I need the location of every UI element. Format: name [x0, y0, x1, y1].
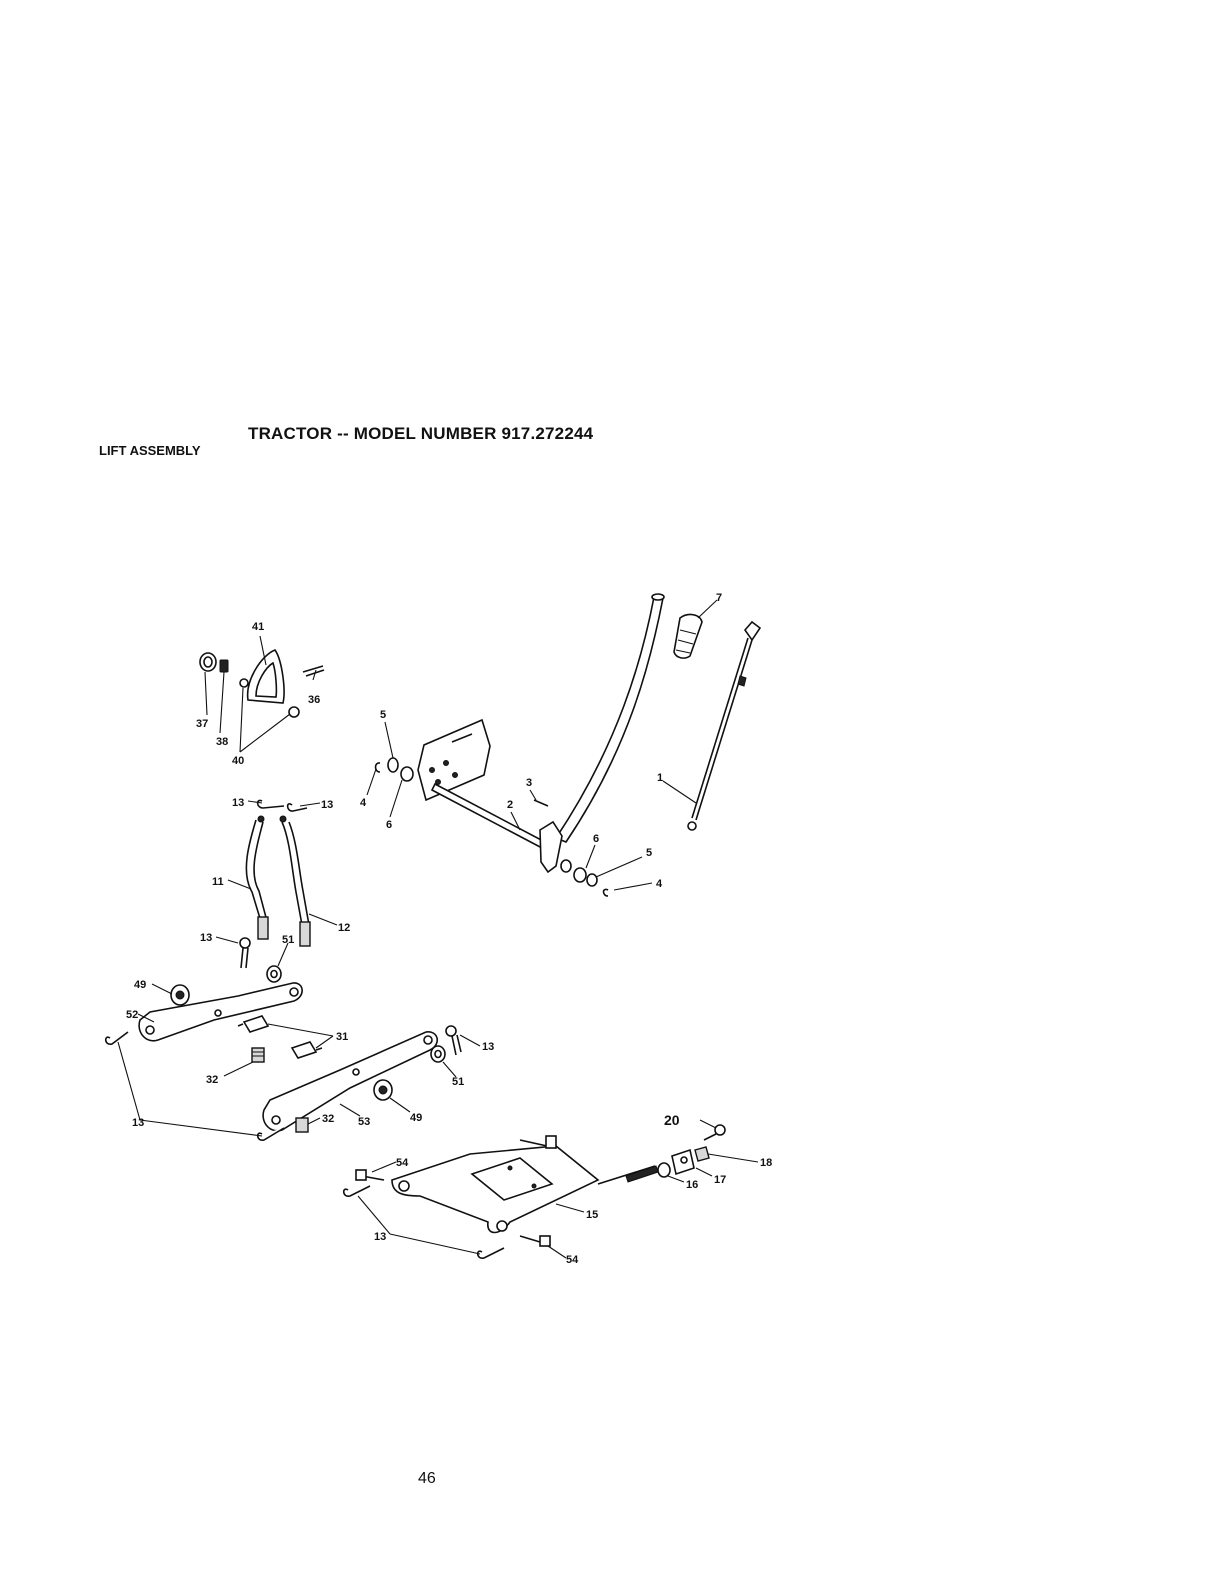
callout-15: 15 — [586, 1209, 598, 1221]
callout-5-right: 5 — [646, 847, 652, 859]
part-36-clip — [303, 666, 324, 676]
part-threaded-rod — [598, 1166, 658, 1184]
part-16-17-18-trunnion — [658, 1147, 709, 1177]
callout-52: 52 — [126, 1009, 138, 1021]
callout-54-top: 54 — [396, 1157, 409, 1169]
part-32-nut-right — [296, 1118, 308, 1132]
callout-37: 37 — [196, 718, 208, 730]
part-2-shaft — [432, 784, 545, 848]
part-12-link — [282, 822, 310, 946]
callout-20: 20 — [664, 1112, 680, 1128]
part-3-pin — [534, 800, 548, 806]
part-41-plate — [248, 650, 284, 703]
callout-31: 31 — [336, 1031, 348, 1043]
part-51-washer-top — [267, 966, 281, 982]
callout-5-top: 5 — [380, 709, 386, 721]
callout-13-right: 13 — [482, 1041, 494, 1053]
callout-7: 7 — [716, 592, 722, 604]
callout-4-right: 4 — [656, 878, 663, 890]
part-7-grip — [674, 600, 717, 658]
part-hanger-bolt — [520, 1136, 556, 1148]
part-13-pin-mid — [240, 938, 250, 968]
callout-16: 16 — [686, 1179, 698, 1191]
callout-49-left: 49 — [134, 979, 146, 991]
callout-11: 11 — [212, 876, 224, 888]
callout-32-left: 32 — [206, 1074, 218, 1086]
part-49-bushing-left — [171, 985, 189, 1005]
part-11-link — [246, 820, 268, 939]
callout-1: 1 — [657, 772, 663, 784]
callout-32-right: 32 — [322, 1113, 334, 1125]
callout-6-right: 6 — [593, 833, 599, 845]
part-5-6-bushings-left — [376, 758, 414, 781]
callout-6-top: 6 — [386, 819, 392, 831]
callout-12: 12 — [338, 922, 350, 934]
part-52-arm — [139, 983, 302, 1041]
callout-13-bottom: 13 — [374, 1231, 386, 1243]
callout-13-top-right: 13 — [321, 799, 333, 811]
part-lift-handle — [540, 594, 664, 872]
callout-40: 40 — [232, 755, 244, 767]
callout-13-lower-left: 13 — [132, 1117, 144, 1129]
part-38-screw — [220, 660, 228, 672]
callout-4-top: 4 — [360, 797, 367, 809]
callout-54-bottom: 54 — [566, 1254, 579, 1266]
part-32-nut-left — [252, 1048, 264, 1062]
callout-17: 17 — [714, 1174, 726, 1186]
part-13-pin-right — [446, 1026, 461, 1055]
part-15-hanger — [392, 1146, 598, 1233]
part-bracket-plate — [418, 720, 490, 800]
callout-51-top: 51 — [282, 934, 294, 946]
part-49-bushing-right — [374, 1080, 392, 1100]
callout-49-right: 49 — [410, 1112, 422, 1124]
callout-36: 36 — [308, 694, 320, 706]
callout-18: 18 — [760, 1157, 772, 1169]
part-51-washer-right — [431, 1046, 445, 1062]
callout-3: 3 — [526, 777, 532, 789]
part-37-knob — [200, 653, 216, 671]
callout-51-right: 51 — [452, 1076, 464, 1088]
leaders-links — [216, 801, 337, 966]
callout-13-mid: 13 — [200, 932, 212, 944]
callout-41: 41 — [252, 621, 264, 633]
part-13-pins-top — [258, 800, 307, 822]
callout-2: 2 — [507, 799, 513, 811]
part-5-6-bushings-right — [561, 860, 608, 896]
part-31-blocks — [238, 1016, 322, 1058]
callout-53: 53 — [358, 1116, 370, 1128]
page-number: 46 — [418, 1470, 436, 1488]
callout-38: 38 — [216, 736, 228, 748]
callout-13-top-left: 13 — [232, 797, 244, 809]
